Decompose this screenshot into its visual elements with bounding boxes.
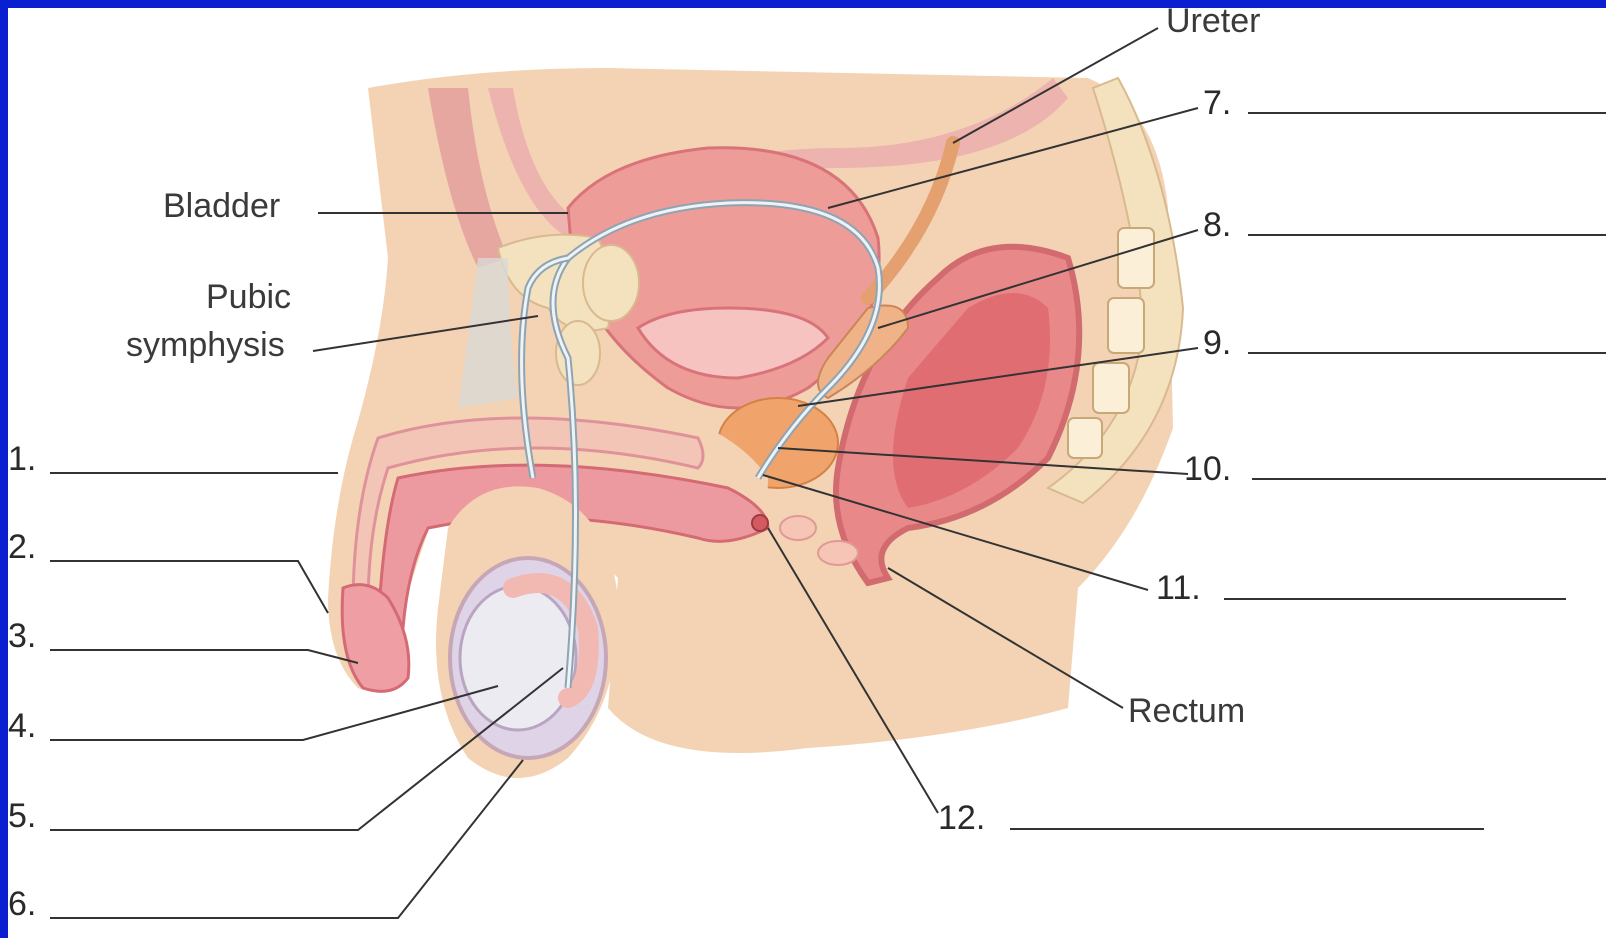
number-11: 11. [1156,571,1201,605]
number-12: 12. [938,801,985,835]
number-4: 4. [8,709,36,743]
label-bladder: Bladder [163,189,280,223]
number-9: 9. [1203,326,1231,360]
number-1: 1. [8,442,36,476]
number-8: 8. [1203,208,1231,242]
number-3: 3. [8,619,36,653]
bulbourethral-gland [752,515,768,531]
answer-blank-8[interactable] [1248,234,1606,236]
number-6: 6. [8,887,36,921]
answer-blank-11[interactable] [1224,598,1566,600]
number-7: 7. [1203,86,1231,120]
label-ureter: Ureter [1166,8,1260,38]
answer-blank-12[interactable] [1010,828,1484,830]
answer-blank-9[interactable] [1248,352,1606,354]
diagram-frame: Ureter Bladder Pubic symphysis Rectum 1.… [8,8,1606,938]
answer-blank-10[interactable] [1252,478,1606,480]
answer-blank-7[interactable] [1248,112,1606,114]
label-pubic-symphysis-line1: Pubic [206,280,291,314]
number-10: 10. [1184,452,1231,486]
number-2: 2. [8,530,36,564]
testis [460,586,576,730]
label-pubic-symphysis-line2: symphysis [126,328,285,362]
anatomy-illustration [8,8,1606,938]
number-5: 5. [8,799,36,833]
label-rectum: Rectum [1128,694,1245,728]
